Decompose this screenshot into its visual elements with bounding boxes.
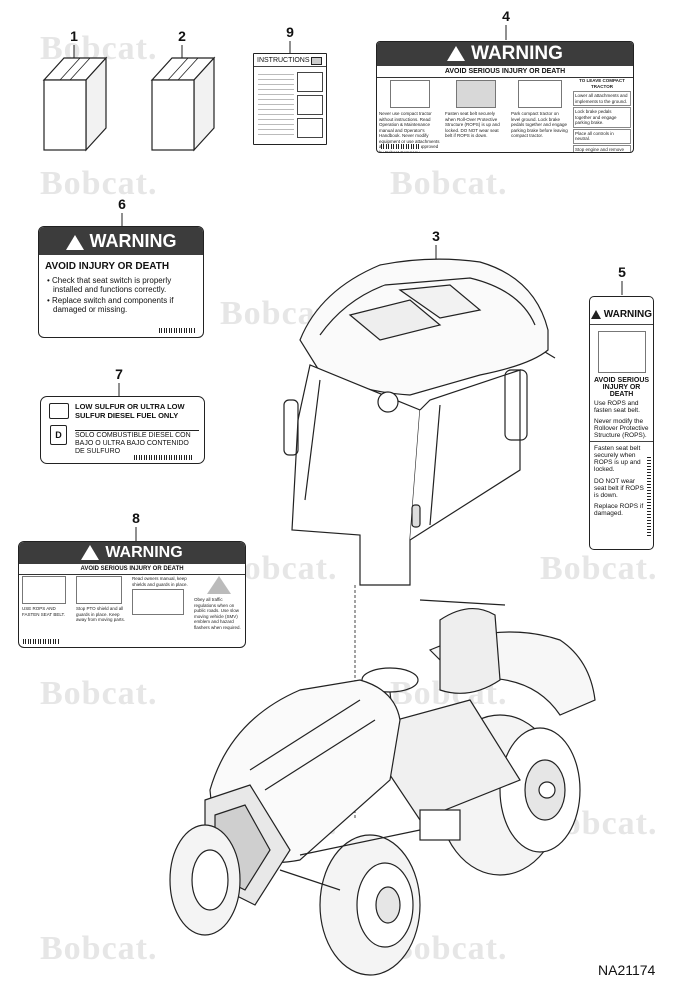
decal4-step-4: Stop engine and remove key. xyxy=(573,144,631,152)
decal6-bullet-2-text: Replace switch and components if damaged… xyxy=(52,296,174,314)
instructions-title: INSTRUCTIONS xyxy=(254,54,326,67)
callout-4: 4 xyxy=(502,8,510,24)
decal8-panel-1: USE ROPS AND FASTEN SEAT BELT. xyxy=(22,576,72,617)
callout-8: 8 xyxy=(132,510,140,526)
decal6-banner: WARNING xyxy=(39,227,203,255)
decal4-banner: WARNING xyxy=(377,42,633,66)
decal5-text-1: Use ROPS and fasten seat belt. xyxy=(594,400,640,414)
decal8-panel-4-text: Obey all traffic regulations when on pub… xyxy=(194,597,241,630)
instructions-text xyxy=(258,74,294,138)
decal6-bullet-1-text: Check that seat switch is properly insta… xyxy=(52,276,172,294)
decal4-step-1: Lower all attachments and implements to … xyxy=(573,91,631,106)
callout-1: 1 xyxy=(70,28,78,44)
callout-9: 9 xyxy=(286,24,294,40)
decal-7-fuel: D LOW SULFUR OR ULTRA LOW SULFUR DIESEL … xyxy=(40,396,205,464)
decal5-subtitle: AVOID SERIOUS INJURY OR DEATH xyxy=(593,377,650,398)
decal8-barcode xyxy=(23,639,59,644)
decal-6-warning: WARNING AVOID INJURY OR DEATH • Check th… xyxy=(38,226,204,338)
parked-tractor-icon xyxy=(518,80,562,108)
pto-shield-icon xyxy=(76,576,122,604)
decal5-text-4: DO NOT wear seat belt if ROPS is down. xyxy=(594,478,644,499)
rollover-icon xyxy=(597,331,646,373)
callout-2: 2 xyxy=(178,28,186,44)
decal8-panel-3-text: Read owners manual, keep shields and gua… xyxy=(132,576,188,587)
watermark: Bobcat. xyxy=(390,165,508,202)
decal8-panel-4: Obey all traffic regulations when on pub… xyxy=(194,576,244,630)
decal8-banner: WARNING xyxy=(19,542,245,564)
decal6-subtitle: AVOID INJURY OR DEATH xyxy=(45,261,170,272)
implement-icon xyxy=(132,589,184,615)
decal4-step-3: Place all controls in neutral. xyxy=(573,128,631,144)
decal4-title: WARNING xyxy=(471,43,563,64)
watermark: Bobcat. xyxy=(40,165,158,202)
instructions-panel-3 xyxy=(297,118,323,138)
decal7-barcode xyxy=(134,455,194,460)
figure-id: NA21174 xyxy=(598,962,656,978)
callout-7: 7 xyxy=(115,366,123,382)
decal7-spanish: SOLO COMBUSTIBLE DIESEL CON BAJO O ULTRA… xyxy=(75,432,191,455)
cab-drawing xyxy=(283,258,556,586)
book-icon xyxy=(311,57,322,65)
decal5-text-5: Replace ROPS if damaged. xyxy=(594,503,644,517)
decal8-panel-1-text: USE ROPS AND FASTEN SEAT BELT. xyxy=(22,606,66,617)
decal7-divider xyxy=(75,430,199,431)
watermark: Bobcat. xyxy=(40,675,158,712)
decal5-barcode xyxy=(647,457,651,537)
decal4-col3-text: Park compact tractor on level ground. Lo… xyxy=(511,111,568,138)
decal4-col2: Fasten seat belt securely when Roll-Over… xyxy=(445,80,507,139)
decal6-bullet-1: • Check that seat switch is properly ins… xyxy=(47,276,172,294)
watermark: Bobcat. xyxy=(40,930,158,967)
decal4-col3: Park compact tractor on level ground. Lo… xyxy=(511,80,569,139)
decal-4-warning: WARNING AVOID SERIOUS INJURY OR DEATH Ne… xyxy=(376,41,634,153)
decal4-col2-text: Fasten seat belt securely when Roll-Over… xyxy=(445,111,500,138)
decal-9-instructions: INSTRUCTIONS xyxy=(253,53,327,145)
warning-triangle-icon xyxy=(447,46,466,62)
manual-book-icon xyxy=(49,403,69,419)
decal5-text-3: Fasten seat belt securely when ROPS is u… xyxy=(590,441,653,476)
decal8-subtitle: AVOID SERIOUS INJURY OR DEATH xyxy=(19,564,245,575)
callout-3: 3 xyxy=(432,228,440,244)
tractor-drawing xyxy=(169,599,596,976)
instructions-panel-1 xyxy=(297,72,323,92)
decal-5-warning: WARNING AVOID SERIOUS INJURY OR DEATH Us… xyxy=(589,296,654,550)
decal5-title: WARNING xyxy=(603,309,653,320)
callout-6: 6 xyxy=(118,196,126,212)
box-item-2 xyxy=(150,56,216,152)
warning-triangle-icon xyxy=(81,545,100,561)
decal5-title-row: WARNING xyxy=(590,297,653,325)
decal4-col4-title: TO LEAVE COMPACT TRACTOR xyxy=(579,78,625,89)
rops-seatbelt-icon xyxy=(22,576,66,604)
seatbelt-icon xyxy=(456,80,496,108)
decal8-panel-2-text: Stop PTO shield and all guards in place.… xyxy=(76,606,126,622)
decal7-english: LOW SULFUR OR ULTRA LOW SULFUR DIESEL FU… xyxy=(75,402,185,420)
decal4-subtitle: AVOID SERIOUS INJURY OR DEATH xyxy=(377,66,633,78)
decal6-title: WARNING xyxy=(89,231,177,251)
fuel-pump-icon: D xyxy=(50,425,67,445)
smv-triangle-icon xyxy=(207,576,231,594)
decal4-col1: Never use compact tractor without instru… xyxy=(379,80,441,152)
decal8-panel-2: Stop PTO shield and all guards in place.… xyxy=(76,576,128,623)
decal4-col4: TO LEAVE COMPACT TRACTOR Lower all attac… xyxy=(573,78,631,152)
watermark: Bobcat. xyxy=(540,550,658,587)
decal8-title: WARNING xyxy=(105,544,183,561)
decal6-bullet-2: • Replace switch and components if damag… xyxy=(47,296,174,314)
decal6-barcode xyxy=(159,328,195,333)
callout-5: 5 xyxy=(618,264,626,280)
manual-icon xyxy=(390,80,430,108)
instructions-panel-2 xyxy=(297,95,323,115)
decal4-barcode xyxy=(381,144,421,149)
decal5-text-2: Never modify the Rollover Protective Str… xyxy=(594,418,649,439)
warning-triangle-icon xyxy=(590,309,601,319)
decal4-step-2: Lock brake pedals together and engage pa… xyxy=(573,107,631,128)
warning-triangle-icon xyxy=(65,234,84,250)
decal-8-warning: WARNING AVOID SERIOUS INJURY OR DEATH US… xyxy=(18,541,246,648)
decal8-panel-3: Read owners manual, keep shields and gua… xyxy=(132,576,190,615)
box-item-1 xyxy=(42,56,108,152)
